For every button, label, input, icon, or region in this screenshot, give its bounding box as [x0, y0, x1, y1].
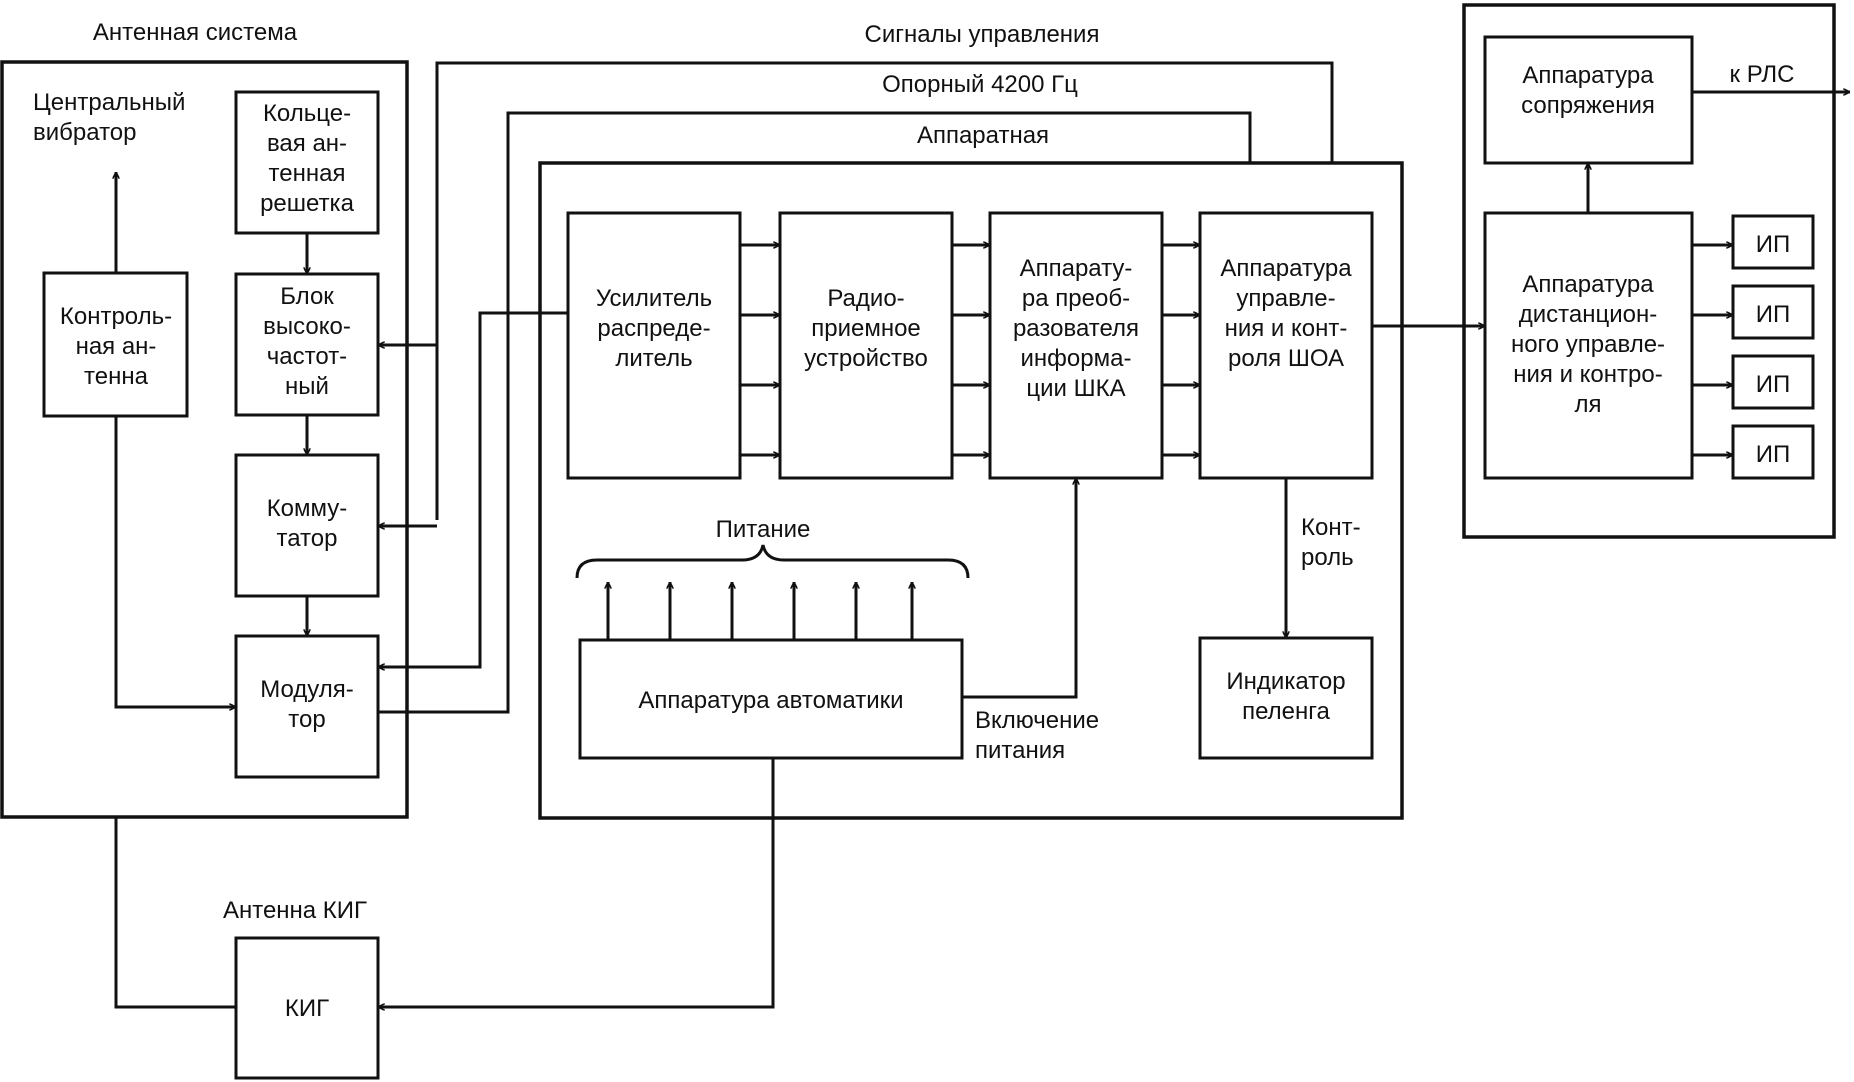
ip-unit-2: ИП	[1692, 284, 1815, 340]
power-label: Питание	[716, 516, 811, 543]
svg-text:Модуля-: Модуля-	[260, 676, 354, 703]
svg-text:информа-: информа-	[1021, 345, 1132, 372]
remote-control-frame	[1462, 3, 1836, 539]
svg-text:Центральный: Центральный	[33, 89, 185, 116]
antenna-system-frame	[0, 60, 409, 819]
svg-text:тенна: тенна	[84, 363, 149, 390]
svg-text:ния и контро-: ния и контро-	[1513, 361, 1662, 388]
svg-text:высоко-: высоко-	[263, 313, 351, 340]
control-antenna-block: Контроль- ная ан- тенна	[42, 271, 189, 418]
svg-text:ИП: ИП	[1756, 371, 1791, 398]
interface-apparatus-block: Аппаратура сопряжения	[1483, 35, 1694, 165]
radio-receiver-block: Радио- приемное устройство	[778, 211, 954, 480]
svg-text:Блок: Блок	[280, 283, 334, 310]
kig-to-control-antenna-line	[114, 817, 236, 1009]
ip-unit-1: ИП	[1692, 214, 1815, 270]
reference-4200hz-line	[378, 111, 1252, 714]
svg-text:ИП: ИП	[1756, 441, 1791, 468]
svg-text:Контроль-: Контроль-	[60, 303, 172, 330]
commutator-block: Комму- татор	[234, 453, 380, 598]
svg-text:Аппаратура автоматики: Аппаратура автоматики	[638, 687, 903, 714]
svg-text:Аппаратура: Аппаратура	[1522, 62, 1654, 89]
svg-text:дистанцион-: дистанцион-	[1519, 301, 1657, 328]
power-on-arrow	[962, 478, 1076, 699]
amplifier-to-modulator-arrow	[378, 311, 568, 667]
svg-text:тенная: тенная	[269, 160, 346, 187]
svg-text:ния и конт-: ния и конт-	[1225, 315, 1348, 342]
svg-text:ная ан-: ная ан-	[76, 333, 157, 360]
hardware-room-title: Аппаратная	[917, 122, 1049, 149]
svg-text:Усилитель: Усилитель	[596, 285, 712, 312]
svg-text:Индикатор: Индикатор	[1226, 668, 1345, 695]
control-signals-label: Сигналы управления	[865, 21, 1100, 48]
svg-text:ный: ный	[285, 373, 329, 400]
ip-unit-4: ИП	[1692, 424, 1815, 480]
hf-block: Блок высоко- частот- ный	[234, 272, 380, 417]
svg-text:КИГ: КИГ	[285, 995, 329, 1022]
control-apparatus-shoa-block: Аппаратура управле- ния и конт- роля ШОА	[1198, 211, 1374, 480]
svg-text:ля: ля	[1575, 391, 1602, 418]
central-vibrator-label: Центральный вибратор	[33, 89, 185, 146]
svg-text:Аппаратура: Аппаратура	[1522, 271, 1654, 298]
svg-text:ИП: ИП	[1756, 301, 1791, 328]
svg-text:ного управле-: ного управле-	[1511, 331, 1665, 358]
svg-text:устройство: устройство	[804, 345, 928, 372]
svg-text:ра преоб-: ра преоб-	[1022, 285, 1130, 312]
receiver-to-converter-arrows	[952, 245, 990, 455]
svg-text:распреде-: распреде-	[597, 315, 710, 342]
svg-text:литель: литель	[615, 345, 692, 372]
amplifier-distributor-block: Усилитель распреде- литель	[566, 211, 742, 480]
automation-to-kig-arrow	[378, 758, 775, 1007]
svg-text:разователя: разователя	[1013, 315, 1139, 342]
svg-text:Кольце-: Кольце-	[263, 100, 351, 127]
svg-text:Радио-: Радио-	[827, 285, 904, 312]
bearing-indicator-block: Индикатор пеленга	[1198, 636, 1374, 760]
svg-text:вибратор: вибратор	[33, 119, 137, 146]
power-on-label: Включение питания	[975, 707, 1099, 764]
svg-text:Конт-: Конт-	[1301, 514, 1361, 541]
svg-text:тор: тор	[288, 706, 325, 733]
control-label: Конт- роль	[1301, 514, 1361, 571]
svg-text:Комму-: Комму-	[267, 495, 348, 522]
svg-text:вая ан-: вая ан-	[267, 130, 347, 157]
info-converter-shka-block: Аппарату- ра преоб- разователя информа- …	[988, 211, 1164, 480]
antenna-system-title: Антенная система	[93, 19, 298, 46]
hardware-room-frame	[538, 161, 1404, 820]
svg-text:татор: татор	[277, 525, 338, 552]
reference-4200hz-label: Опорный 4200 Гц	[882, 71, 1078, 98]
automation-block: Аппаратура автоматики	[578, 638, 964, 760]
svg-text:управле-: управле-	[1236, 285, 1335, 312]
modulator-block: Модуля- тор	[234, 634, 380, 779]
converter-to-control-arrows	[1162, 245, 1200, 455]
power-arrows	[608, 582, 912, 640]
power-brace	[575, 544, 970, 579]
svg-text:пеленга: пеленга	[1242, 698, 1330, 725]
to-radar-label: к РЛС	[1730, 61, 1795, 88]
svg-text:Аппарату-: Аппарату-	[1020, 255, 1133, 282]
svg-text:Включение: Включение	[975, 707, 1099, 734]
svg-text:сопряжения: сопряжения	[1521, 92, 1655, 119]
svg-text:ИП: ИП	[1756, 231, 1791, 258]
svg-text:приемное: приемное	[811, 315, 921, 342]
svg-text:роль: роль	[1301, 544, 1354, 571]
svg-text:ции ШКА: ции ШКА	[1026, 375, 1125, 402]
svg-text:роля ШОА: роля ШОА	[1228, 345, 1344, 372]
kig-block: КИГ	[234, 936, 380, 1080]
control-signals-line	[435, 61, 1334, 520]
control-antenna-to-modulator-arrow	[114, 416, 236, 707]
kig-antenna-label: Антенна КИГ	[223, 897, 367, 924]
svg-text:питания: питания	[975, 737, 1065, 764]
amplifier-to-receiver-arrows	[740, 245, 780, 455]
svg-text:Аппаратура: Аппаратура	[1220, 255, 1352, 282]
svg-text:решетка: решетка	[260, 190, 355, 217]
ip-unit-3: ИП	[1692, 354, 1815, 410]
remote-control-apparatus-block: Аппаратура дистанцион- ного управле- ния…	[1483, 211, 1694, 480]
ring-array-block: Кольце- вая ан- тенная решетка	[234, 90, 380, 235]
svg-text:частот-: частот-	[267, 343, 347, 370]
